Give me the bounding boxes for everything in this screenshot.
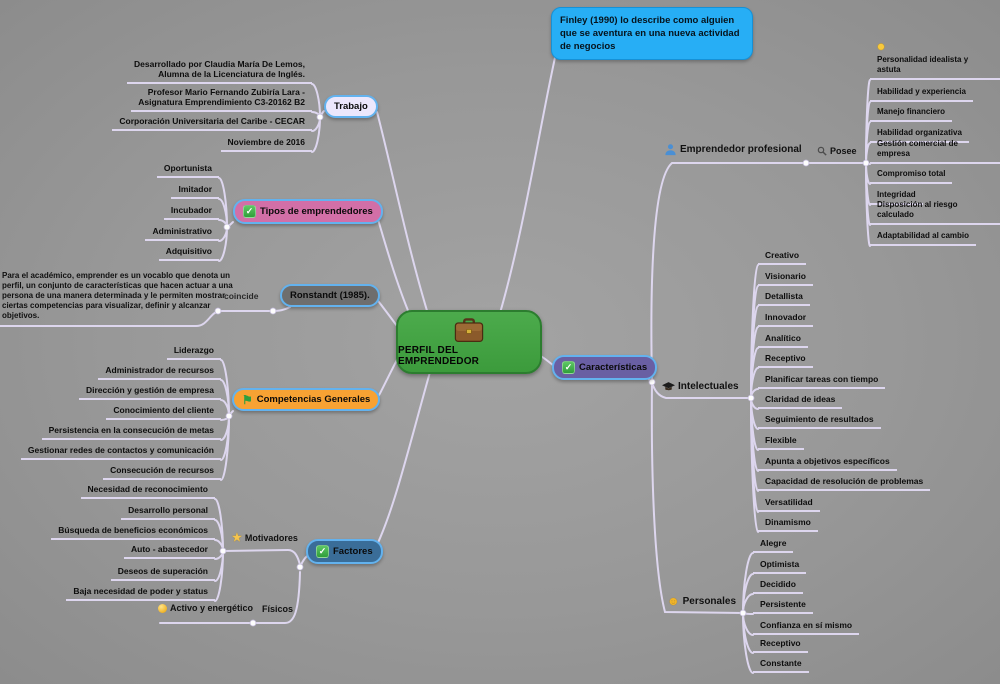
- intelectuales-item[interactable]: Creativo: [758, 249, 807, 265]
- check-icon: ✓: [243, 205, 256, 218]
- tipos-item[interactable]: Oportunista: [156, 162, 219, 178]
- topic-caracteristicas[interactable]: ✓ Características: [552, 355, 658, 380]
- star-icon: ★: [232, 532, 242, 544]
- profesional-item[interactable]: Manejo financiero: [870, 106, 953, 122]
- check-icon: ✓: [562, 361, 575, 374]
- root-label: PERFIL DEL EMPRENDEDOR: [398, 344, 480, 367]
- tipos-item[interactable]: Imitador: [171, 183, 219, 199]
- competencias-item[interactable]: Administrador de recursos: [98, 364, 221, 380]
- topic-trabajo[interactable]: Trabajo: [324, 95, 378, 118]
- personales-item[interactable]: Alegre: [753, 537, 794, 553]
- profesional-item[interactable]: Adaptabilidad al cambio: [870, 230, 977, 246]
- person-icon: [665, 144, 676, 156]
- intelectuales-item[interactable]: Seguimiento de resultados: [758, 413, 881, 429]
- subtopic-motivadores[interactable]: ★ Motivadores: [232, 532, 298, 544]
- magnifier-icon: [817, 146, 827, 156]
- intelectuales-item[interactable]: Capacidad de resolución de problemas: [758, 475, 931, 491]
- intelectuales-item[interactable]: Receptivo: [758, 352, 813, 368]
- motivadores-item[interactable]: Desarrollo personal: [121, 504, 215, 520]
- topic-tipos-de-emprendedores[interactable]: ✓ Tipos de emprendedores: [233, 199, 383, 224]
- competencias-item[interactable]: Consecución de recursos: [103, 464, 221, 480]
- topic-ronstandt[interactable]: Ronstandt (1985).: [280, 284, 380, 307]
- intelectuales-item[interactable]: Dinamismo: [758, 516, 818, 532]
- topic-factores[interactable]: ✓ Factores: [306, 539, 383, 564]
- profesional-item[interactable]: Habilidad organizativa: [870, 127, 969, 143]
- topic-label: Ronstandt (1985).: [290, 290, 370, 301]
- competencias-item[interactable]: Persistencia en la consecución de metas: [41, 424, 221, 440]
- finley-note[interactable]: Finley (1990) lo describe como alguien q…: [551, 7, 753, 60]
- profesional-item[interactable]: Disposición al riesgo calculado: [870, 199, 1000, 225]
- competencias-item[interactable]: Dirección y gestión de empresa: [78, 384, 221, 400]
- subtopic-personales[interactable]: ☻ Personales: [667, 594, 737, 608]
- topic-competencias-generales[interactable]: ⚑ Competencias Generales: [232, 388, 381, 411]
- subtopic-intelectuales[interactable]: Intelectuales: [662, 381, 739, 392]
- intelectuales-item[interactable]: Analítico: [758, 332, 808, 348]
- tipos-item[interactable]: Incubador: [163, 204, 219, 220]
- graduation-cap-icon: [662, 381, 675, 390]
- profesional-item[interactable]: Compromiso total: [870, 168, 953, 184]
- topic-label: Características: [579, 362, 648, 373]
- topic-label: Tipos de emprendedores: [260, 206, 373, 217]
- motivadores-item[interactable]: Baja necesidad de poder y status: [66, 585, 215, 601]
- check-icon: ✓: [316, 545, 329, 558]
- subtopic-emprendedor-profesional[interactable]: Emprendedor profesional: [664, 143, 802, 156]
- intelectuales-item[interactable]: Innovador: [758, 311, 814, 327]
- profesional-item[interactable]: Gestión comercial de empresa: [870, 138, 1000, 164]
- motivadores-item[interactable]: Deseos de superación: [110, 565, 215, 581]
- intelectuales-item[interactable]: Planificar tareas con tiempo: [758, 373, 886, 389]
- trabajo-item[interactable]: Noviembre de 2016: [220, 136, 312, 152]
- competencias-item[interactable]: Conocimiento del cliente: [106, 404, 221, 420]
- subtopic-fisicos[interactable]: Físicos: [262, 604, 294, 614]
- motivadores-item[interactable]: Búsqueda de beneficios económicos: [51, 524, 215, 540]
- ronstandt-note[interactable]: Para el académico, emprender es un vocab…: [2, 271, 233, 320]
- profesional-item[interactable]: Habilidad y experiencia: [870, 86, 973, 102]
- lightbulb-icon: [877, 43, 885, 53]
- topic-label: Competencias Generales: [256, 394, 371, 405]
- personales-item[interactable]: Confianza en sí mismo: [753, 619, 860, 635]
- personales-item[interactable]: Optimista: [753, 558, 807, 574]
- profesional-item[interactable]: Integridad: [870, 189, 923, 205]
- trabajo-item[interactable]: Profesor Mario Fernando Zubiría Lara - A…: [131, 86, 312, 112]
- tipos-item[interactable]: Adquisitivo: [158, 245, 219, 261]
- competencias-item[interactable]: Liderazgo: [166, 344, 221, 360]
- trabajo-item[interactable]: Desarrollado por Claudia María De Lemos,…: [127, 58, 312, 84]
- intelectuales-item[interactable]: Flexible: [758, 434, 804, 450]
- intelectuales-item[interactable]: Apunta a objetivos específicos: [758, 455, 897, 471]
- motivadores-item[interactable]: Necesidad de reconocimiento: [80, 483, 215, 499]
- tipos-item[interactable]: Administrativo: [145, 225, 219, 241]
- trabajo-item[interactable]: Corporación Universitaria del Caribe - C…: [112, 115, 312, 131]
- topic-label: Factores: [333, 546, 373, 557]
- intelectuales-item[interactable]: Claridad de ideas: [758, 393, 843, 409]
- competencias-item[interactable]: Gestionar redes de contactos y comunicac…: [20, 444, 221, 460]
- ball-icon: [158, 603, 167, 613]
- relation-posee: Posee: [817, 146, 857, 156]
- smiley-icon: ☻: [667, 594, 680, 608]
- intelectuales-item[interactable]: Versatilidad: [758, 496, 820, 512]
- profesional-item[interactable]: Personalidad idealista y astuta: [870, 32, 1000, 80]
- briefcase-icon: [454, 317, 484, 342]
- personales-item[interactable]: Constante: [753, 657, 809, 673]
- root-node[interactable]: PERFIL DEL EMPRENDEDOR: [396, 310, 542, 374]
- relation-coincide: coincide: [224, 291, 259, 301]
- personales-item[interactable]: Receptivo: [753, 637, 808, 653]
- flag-icon: ⚑: [242, 392, 253, 407]
- motivadores-item[interactable]: Auto - abastecedor: [124, 543, 215, 559]
- personales-item[interactable]: Persistente: [753, 598, 813, 614]
- topic-label: Trabajo: [334, 101, 368, 112]
- fisicos-item[interactable]: Activo y energético: [158, 603, 253, 613]
- intelectuales-item[interactable]: Detallista: [758, 290, 810, 306]
- intelectuales-item[interactable]: Visionario: [758, 270, 813, 286]
- personales-item[interactable]: Decidido: [753, 578, 803, 594]
